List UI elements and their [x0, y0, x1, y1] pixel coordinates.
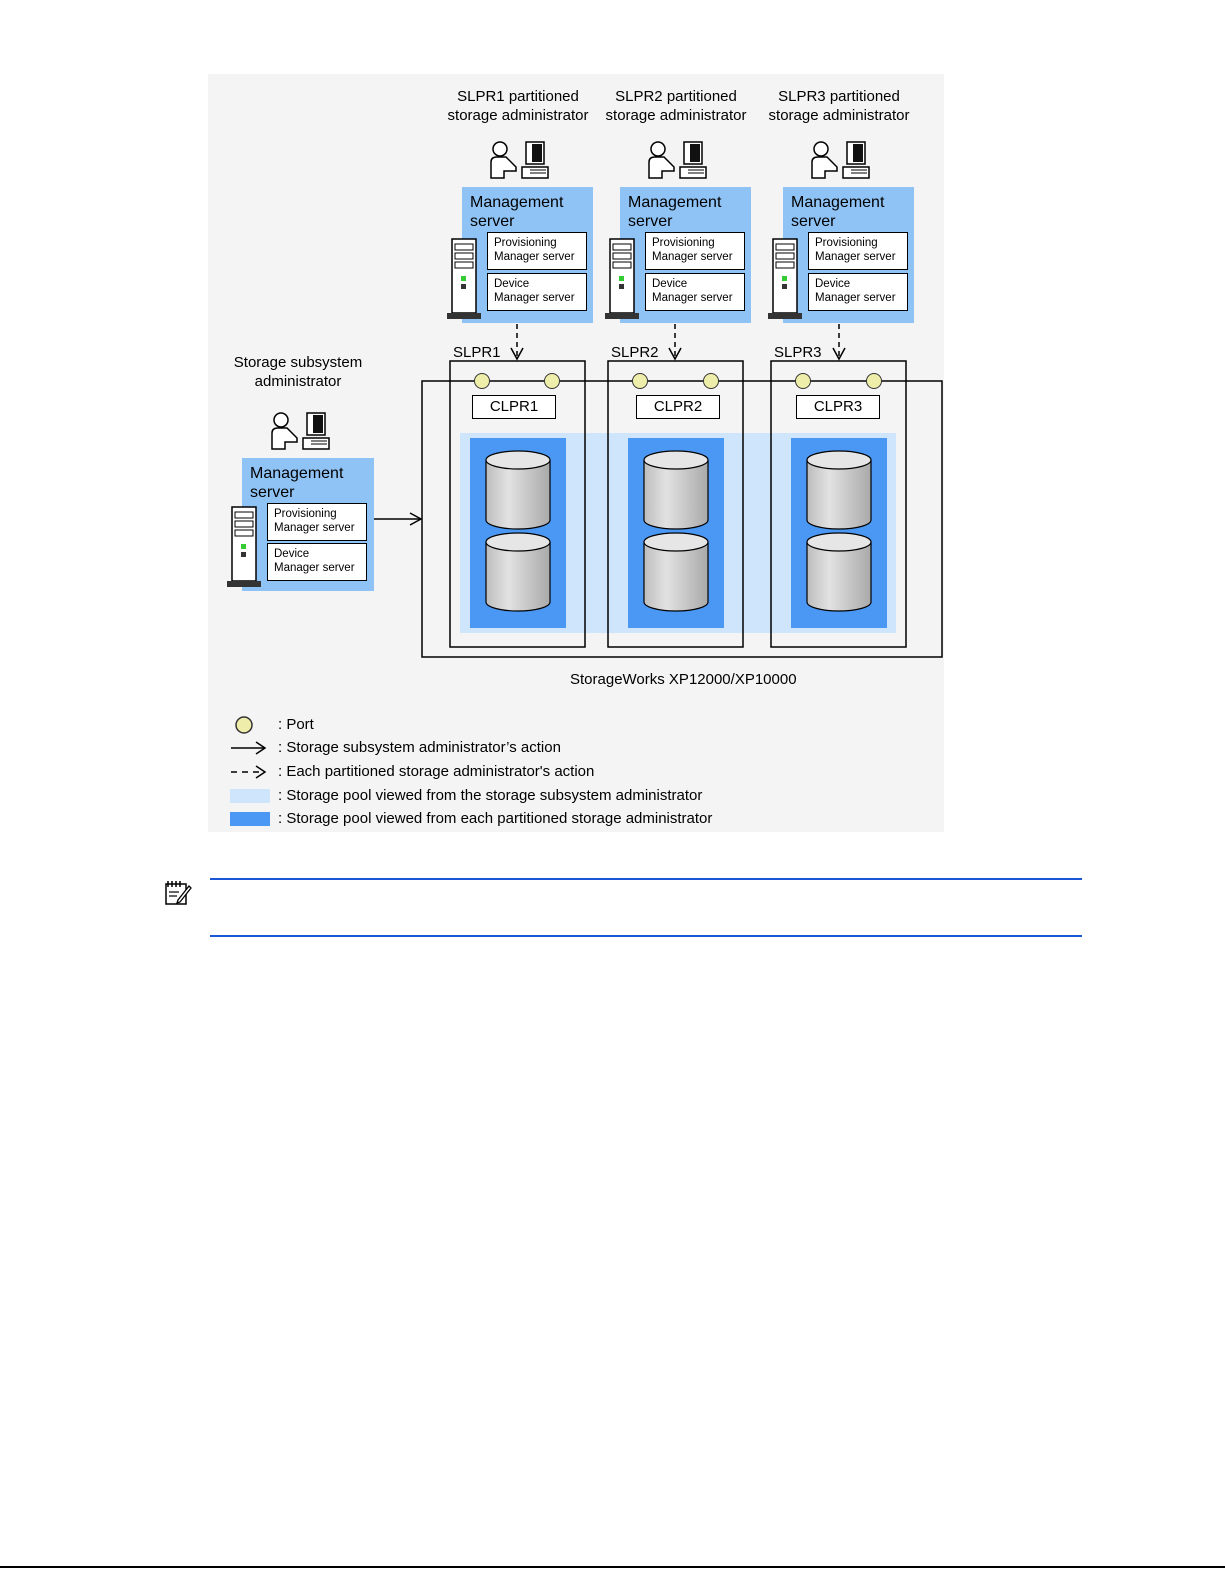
slpr2-admin-title-line1: SLPR2 partitioned — [615, 88, 737, 105]
device-manager-line1: Device — [494, 278, 530, 290]
subsystem-admin-title: Storage subsystem administrator — [213, 353, 383, 391]
provisioning-manager-line2: Manager server — [652, 251, 733, 263]
management-server-slpr1: Management server Provisioning Manager s… — [462, 187, 593, 323]
management-server-title-line2: server — [791, 213, 836, 230]
management-server-slpr2: Management server Provisioning Manager s… — [620, 187, 751, 323]
provisioning-manager-line1: Provisioning — [652, 237, 715, 249]
server-tower-icon — [605, 238, 639, 319]
slpr1-admin-title: SLPR1 partitioned storage administrator — [433, 87, 603, 125]
clpr1-box: CLPR1 — [472, 395, 556, 419]
management-server-title-line1: Management — [250, 465, 344, 482]
device-manager-line1: Device — [815, 278, 851, 290]
slpr2-box — [607, 360, 744, 648]
administrator-workstation-icon — [271, 412, 330, 450]
note-icon — [165, 881, 192, 905]
device-manager-line2: Manager server — [274, 562, 355, 574]
management-server-title-line2: server — [470, 213, 515, 230]
provisioning-manager-server: Provisioning Manager server — [267, 503, 367, 541]
provisioning-manager-line1: Provisioning — [494, 237, 557, 249]
slpr2-admin-title-line2: storage administrator — [605, 107, 747, 124]
slpr3-label: SLPR3 — [774, 344, 822, 361]
dark-pool-swatch — [230, 812, 270, 826]
management-server-title-line1: Management — [470, 194, 564, 211]
device-manager-server: Device Manager server — [267, 543, 367, 581]
port-icon — [235, 716, 253, 734]
storage-product-label: StorageWorks XP12000/XP10000 — [570, 671, 797, 688]
device-manager-server: Device Manager server — [487, 273, 587, 311]
legend-port-label: : Port — [278, 716, 314, 733]
dashed-arrow-icon — [231, 765, 267, 779]
slpr1-box — [449, 360, 586, 648]
management-server-title: Management server — [250, 464, 343, 502]
server-tower-icon — [227, 506, 261, 587]
subsystem-admin-title-line2: administrator — [254, 373, 342, 390]
management-server-title: Management server — [791, 193, 884, 231]
legend-dark-pool-label: : Storage pool viewed from each partitio… — [278, 810, 713, 827]
clpr3-box: CLPR3 — [796, 395, 880, 419]
management-server-subsystem: Management server Provisioning Manager s… — [242, 458, 374, 591]
legend-dashed-arrow-label: : Each partitioned storage administrator… — [278, 763, 595, 780]
provisioning-manager-server: Provisioning Manager server — [645, 232, 745, 270]
server-tower-icon — [768, 238, 802, 319]
device-manager-line2: Manager server — [494, 292, 575, 304]
provisioning-manager-line2: Manager server — [494, 251, 575, 263]
storage-partition-diagram: CLPR1 CLPR2 CLPR3 SLPR1 SLPR2 SLPR3 SLPR… — [208, 74, 944, 832]
management-server-title-line1: Management — [628, 194, 722, 211]
management-server-title-line2: server — [250, 484, 295, 501]
management-server-title-line2: server — [628, 213, 673, 230]
page-footer-rule — [0, 1566, 1225, 1568]
port-icon — [703, 373, 719, 389]
solid-arrow-icon — [231, 741, 267, 755]
port-icon — [544, 373, 560, 389]
provisioning-manager-line1: Provisioning — [815, 237, 878, 249]
slpr1-label: SLPR1 — [453, 344, 501, 361]
clpr2-box: CLPR2 — [636, 395, 720, 419]
slpr1-admin-title-line2: storage administrator — [447, 107, 589, 124]
device-manager-line1: Device — [652, 278, 688, 290]
port-icon — [474, 373, 490, 389]
port-icon — [795, 373, 811, 389]
management-server-title: Management server — [470, 193, 563, 231]
device-manager-line1: Device — [274, 548, 310, 560]
provisioning-manager-line1: Provisioning — [274, 508, 337, 520]
administrator-workstation-icon — [490, 141, 549, 179]
light-pool-swatch — [230, 789, 270, 803]
slpr1-admin-title-line1: SLPR1 partitioned — [457, 88, 579, 105]
subsystem-admin-title-line1: Storage subsystem — [233, 354, 363, 371]
device-manager-line2: Manager server — [652, 292, 733, 304]
legend-light-pool-label: : Storage pool viewed from the storage s… — [278, 787, 703, 804]
administrator-workstation-icon — [811, 141, 870, 179]
provisioning-manager-server: Provisioning Manager server — [808, 232, 908, 270]
management-server-slpr3: Management server Provisioning Manager s… — [783, 187, 914, 323]
slpr3-admin-title-line1: SLPR3 partitioned — [778, 88, 900, 105]
diagram-graphics — [370, 324, 943, 658]
note-divider-top — [210, 878, 1082, 880]
provisioning-manager-line2: Manager server — [815, 251, 896, 263]
slpr2-admin-title: SLPR2 partitioned storage administrator — [591, 87, 761, 125]
device-manager-line2: Manager server — [815, 292, 896, 304]
legend-solid-arrow-label: : Storage subsystem administrator’s acti… — [278, 739, 561, 756]
port-icon — [866, 373, 882, 389]
note-divider-bottom — [210, 935, 1082, 937]
disk-cylinders — [485, 450, 872, 612]
server-tower-icon — [447, 238, 481, 319]
slpr3-box — [770, 360, 907, 648]
slpr3-admin-title: SLPR3 partitioned storage administrator — [754, 87, 924, 125]
device-manager-server: Device Manager server — [808, 273, 908, 311]
slpr2-label: SLPR2 — [611, 344, 659, 361]
provisioning-manager-server: Provisioning Manager server — [487, 232, 587, 270]
management-server-title: Management server — [628, 193, 721, 231]
port-icon — [632, 373, 648, 389]
management-server-title-line1: Management — [791, 194, 885, 211]
device-manager-server: Device Manager server — [645, 273, 745, 311]
provisioning-manager-line2: Manager server — [274, 522, 355, 534]
slpr3-admin-title-line2: storage administrator — [768, 107, 910, 124]
administrator-workstation-icon — [648, 141, 707, 179]
